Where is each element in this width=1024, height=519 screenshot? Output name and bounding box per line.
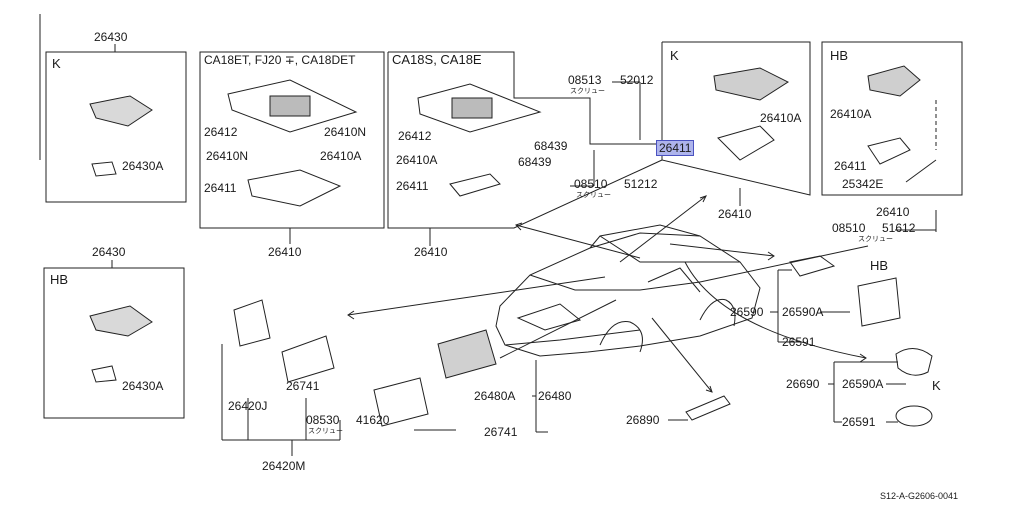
part-26590[interactable]: 26590 bbox=[730, 305, 764, 319]
part-26480A[interactable]: 26480A bbox=[474, 389, 516, 403]
part-26411-hb[interactable]: 26411 bbox=[834, 159, 867, 173]
screw-note-2: スクリュー bbox=[576, 192, 611, 199]
screw-41620[interactable]: 41620 bbox=[356, 413, 390, 427]
part-68439-g2-a[interactable]: 68439 bbox=[534, 139, 568, 153]
screw-note-1: スクリュー bbox=[570, 88, 605, 95]
part-26412-g1[interactable]: 26412 bbox=[204, 125, 238, 139]
part-26590A-k[interactable]: 26590A bbox=[842, 377, 884, 391]
part-26411-k-highlighted[interactable]: 26411 bbox=[656, 140, 695, 156]
part-26741-b[interactable]: 26741 bbox=[484, 425, 518, 439]
part-26410A-g1[interactable]: 26410A bbox=[320, 149, 362, 163]
part-26410N-g1-right[interactable]: 26410N bbox=[324, 125, 367, 139]
part-26410-hb[interactable]: 26410 bbox=[876, 205, 910, 219]
variant-label-hb: HB bbox=[50, 272, 69, 287]
assembly-26410-g1[interactable]: 26410 bbox=[268, 245, 302, 259]
part-26430A-top[interactable]: 26430A bbox=[122, 159, 164, 173]
variant-label-hb-lamp: HB bbox=[870, 258, 889, 273]
variant-label-k: K bbox=[52, 56, 61, 71]
part-26410A-k[interactable]: 26410A bbox=[760, 111, 802, 125]
part-26410N-g1-left[interactable]: 26410N bbox=[206, 149, 249, 163]
screw-51212[interactable]: 51212 bbox=[624, 177, 658, 191]
screw-note-3: スクリュー bbox=[858, 236, 893, 243]
part-26430-top[interactable]: 26430 bbox=[94, 30, 128, 44]
screw-08510-b[interactable]: 08510 bbox=[832, 221, 866, 235]
variant-label-k-right: K bbox=[670, 48, 679, 63]
part-68439-g2-b[interactable]: 68439 bbox=[518, 155, 552, 169]
engine-variant-header-ca18et: CA18ET, FJ20 ∓, CA18DET bbox=[204, 53, 356, 67]
part-26591[interactable]: 26591 bbox=[782, 335, 816, 349]
screw-08530[interactable]: 08530 bbox=[306, 413, 340, 427]
part-26410A-hb[interactable]: 26410A bbox=[830, 107, 872, 121]
part-26480[interactable]: 26480 bbox=[538, 389, 572, 403]
part-26591-k[interactable]: 26591 bbox=[842, 415, 876, 429]
assembly-26420M[interactable]: 26420M bbox=[262, 459, 306, 473]
screw-51612[interactable]: 51612 bbox=[882, 221, 916, 235]
engine-variant-header-ca18s: CA18S, CA18E bbox=[392, 52, 482, 67]
part-26890[interactable]: 26890 bbox=[626, 413, 660, 427]
screw-08510-a[interactable]: 08510 bbox=[574, 177, 608, 191]
part-26411-g2[interactable]: 26411 bbox=[396, 179, 429, 193]
assembly-26410-g2[interactable]: 26410 bbox=[414, 245, 448, 259]
part-26420J[interactable]: 26420J bbox=[228, 399, 268, 413]
part-25342E-hb[interactable]: 25342E bbox=[842, 177, 884, 191]
part-26411-g1[interactable]: 26411 bbox=[204, 181, 237, 195]
variant-label-k-lamp: K bbox=[932, 378, 941, 393]
part-26412-g2[interactable]: 26412 bbox=[398, 129, 432, 143]
part-26741-a[interactable]: 26741 bbox=[286, 379, 320, 393]
part-26590A[interactable]: 26590A bbox=[782, 305, 824, 319]
assembly-26410-k[interactable]: 26410 bbox=[718, 207, 752, 221]
part-26410A-g2[interactable]: 26410A bbox=[396, 153, 438, 167]
part-26690[interactable]: 26690 bbox=[786, 377, 820, 391]
diagram-code: S12-A-G2606-0041 bbox=[880, 491, 959, 501]
part-26430-bottom[interactable]: 26430 bbox=[92, 245, 126, 259]
part-26430A-bottom[interactable]: 26430A bbox=[122, 379, 164, 393]
screw-08513[interactable]: 08513 bbox=[568, 73, 602, 87]
screw-52012[interactable]: 52012 bbox=[620, 73, 654, 87]
variant-label-hb-right: HB bbox=[830, 48, 849, 63]
screw-note-4: スクリュー bbox=[308, 428, 343, 435]
